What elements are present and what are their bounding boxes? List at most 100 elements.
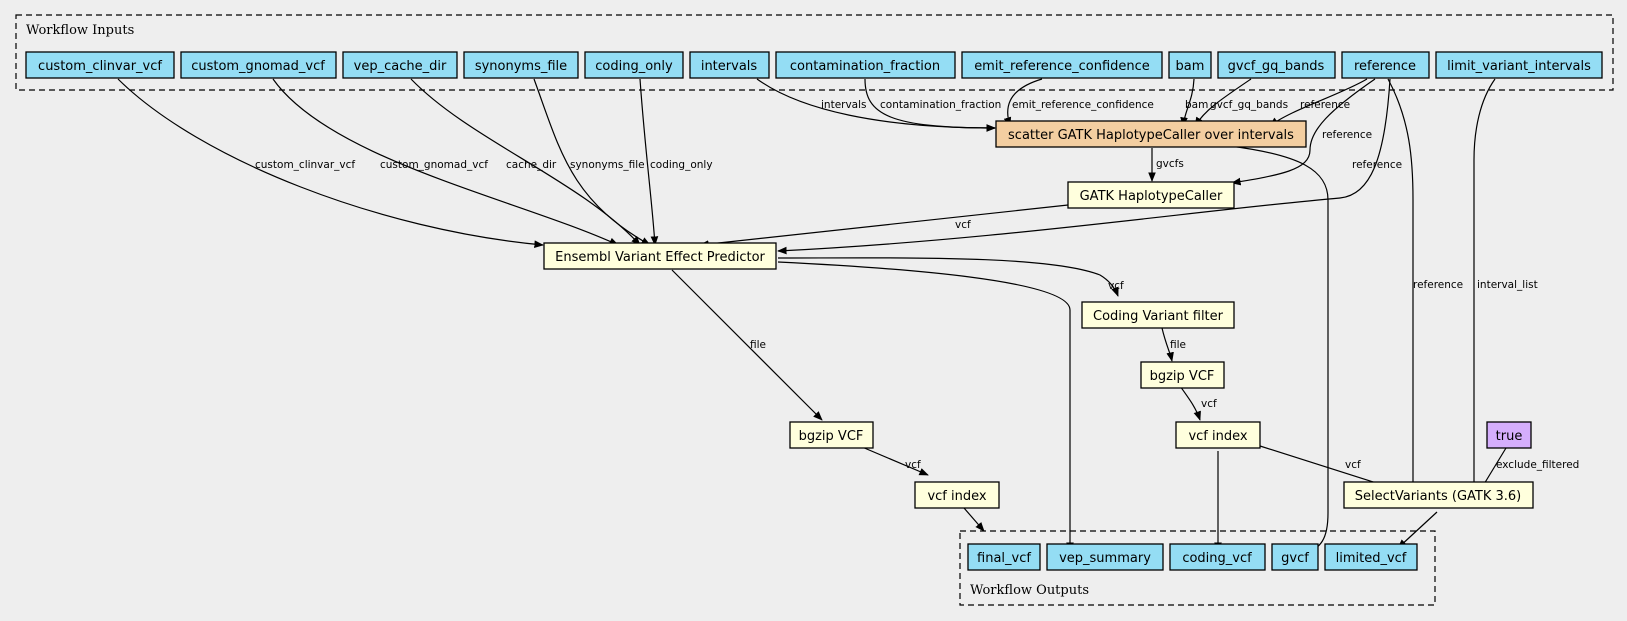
svg-text:coding_vcf: coding_vcf (1182, 551, 1252, 566)
edge-label-bam: bam (1185, 99, 1208, 111)
svg-text:reference: reference (1354, 59, 1416, 74)
edge-clinvar-vep (117, 78, 544, 249)
edge-label-intervals: intervals (821, 99, 867, 111)
node-emit-reference-confidence[interactable]: emit_reference_confidence (961, 51, 1163, 79)
node-haplotypecaller[interactable]: GATK HaplotypeCaller (1067, 181, 1235, 209)
edge-label-ref-vep: reference (1352, 159, 1402, 171)
output-nodes: final_vcf vep_summary coding_vcf gvcf li… (967, 543, 1418, 571)
node-coding-only[interactable]: coding_only (584, 51, 684, 79)
workflow-outputs-cluster: Workflow Outputs (959, 530, 1436, 606)
node-custom-gnomad-vcf[interactable]: custom_gnomad_vcf (180, 51, 337, 79)
node-out-final-vcf[interactable]: final_vcf (967, 543, 1041, 571)
workflow-inputs-title: Workflow Inputs (26, 23, 134, 38)
svg-text:true: true (1496, 429, 1523, 444)
workflow-outputs-title: Workflow Outputs (970, 583, 1089, 598)
edge-vep-summary (777, 261, 1074, 552)
node-out-gvcf[interactable]: gvcf (1271, 543, 1319, 571)
edge-limit-select (1470, 78, 1496, 499)
svg-text:limited_vcf: limited_vcf (1336, 551, 1407, 566)
edge-label-ref-select: reference (1413, 279, 1463, 291)
node-bam[interactable]: bam (1168, 51, 1212, 79)
edge-labels: custom_clinvar_vcf custom_gnomad_vcf cac… (255, 99, 1579, 471)
node-vep-cache-dir[interactable]: vep_cache_dir (342, 51, 458, 79)
edge-label-gvcfs: gvcfs (1156, 158, 1184, 170)
input-nodes: custom_clinvar_vcf custom_gnomad_vcf vep… (25, 51, 1603, 79)
node-custom-clinvar-vcf[interactable]: custom_clinvar_vcf (25, 51, 175, 79)
svg-text:Ensembl Variant Effect Predict: Ensembl Variant Effect Predictor (555, 250, 765, 265)
edge-bgzip-index (1179, 385, 1201, 421)
node-select-variants[interactable]: SelectVariants (GATK 3.6) (1343, 481, 1534, 509)
svg-text:vep_cache_dir: vep_cache_dir (354, 59, 447, 74)
edge-label-ref-scatter: reference (1300, 99, 1350, 111)
node-contamination-fraction[interactable]: contamination_fraction (775, 51, 956, 79)
svg-text:custom_clinvar_vcf: custom_clinvar_vcf (38, 59, 162, 74)
node-gvcf-gq-bands[interactable]: gvcf_gq_bands (1217, 51, 1336, 79)
edge-label-coding: coding_only (650, 159, 713, 171)
edge-ref-select (1387, 78, 1417, 499)
edge-label-clinvar: custom_clinvar_vcf (255, 159, 355, 171)
node-scatter-haplotypecaller[interactable]: scatter GATK HaplotypeCaller over interv… (995, 120, 1307, 148)
edge-label-cache: cache_dir (506, 159, 557, 171)
node-vep[interactable]: Ensembl Variant Effect Predictor (543, 242, 777, 270)
edge-bgzip2-index2 (861, 446, 929, 476)
svg-text:scatter GATK HaplotypeCaller o: scatter GATK HaplotypeCaller over interv… (1008, 128, 1294, 143)
edge-label-index-select: vcf (1345, 459, 1361, 471)
node-reference[interactable]: reference (1341, 51, 1430, 79)
edge-label-filter-bgzip: file (1170, 339, 1186, 351)
edge-vep-bgzip (671, 269, 823, 421)
node-out-vep-summary[interactable]: vep_summary (1046, 543, 1164, 571)
node-coding-variant-filter[interactable]: Coding Variant filter (1081, 301, 1235, 329)
svg-text:contamination_fraction: contamination_fraction (790, 59, 940, 74)
edge-label-synonyms: synonyms_file (570, 159, 645, 171)
edge-label-contam: contamination_fraction (880, 99, 1001, 111)
node-bgzip-coding[interactable]: bgzip VCF (1140, 361, 1225, 389)
edge-vep-filter (777, 257, 1119, 297)
svg-text:SelectVariants (GATK 3.6): SelectVariants (GATK 3.6) (1355, 489, 1522, 504)
node-synonyms-file[interactable]: synonyms_file (463, 51, 579, 79)
svg-text:GATK HaplotypeCaller: GATK HaplotypeCaller (1080, 189, 1223, 204)
edge-filter-bgzip (1161, 327, 1174, 362)
edge-label-gq: gvcf_gq_bands (1210, 99, 1288, 111)
svg-text:final_vcf: final_vcf (977, 551, 1031, 566)
workflow-inputs-cluster: Workflow Inputs (15, 14, 1614, 91)
svg-text:limit_variant_intervals: limit_variant_intervals (1447, 59, 1591, 74)
node-out-coding-vcf[interactable]: coding_vcf (1169, 543, 1266, 571)
node-out-limited-vcf[interactable]: limited_vcf (1324, 543, 1418, 571)
svg-text:bgzip VCF: bgzip VCF (799, 429, 864, 444)
svg-text:vcf index: vcf index (927, 489, 986, 504)
edge-label-emit: emit_reference_confidence (1012, 99, 1154, 111)
edges (117, 78, 1507, 554)
edge-scatter-gvcf (1229, 145, 1329, 554)
edge-label-vep-filter: vcf (1108, 280, 1124, 292)
svg-text:intervals: intervals (701, 59, 758, 74)
node-bgzip-annotated[interactable]: bgzip VCF (789, 421, 874, 449)
svg-text:emit_reference_confidence: emit_reference_confidence (974, 59, 1150, 74)
node-index-annotated[interactable]: vcf index (914, 481, 1000, 509)
svg-text:gvcf: gvcf (1281, 551, 1309, 566)
edge-hc-vep (699, 204, 1069, 248)
edge-label-gnomad: custom_gnomad_vcf (380, 159, 488, 171)
svg-text:synonyms_file: synonyms_file (475, 59, 567, 74)
edge-label-ref-hc: reference (1322, 129, 1372, 141)
edge-label-bgzip2-index2: vcf (905, 459, 921, 471)
edge-label-hc-vep: vcf (955, 219, 971, 231)
svg-text:gvcf_gq_bands: gvcf_gq_bands (1228, 59, 1325, 74)
edge-synonyms-vep (533, 78, 651, 246)
node-constant-true[interactable]: true (1486, 421, 1532, 449)
node-intervals[interactable]: intervals (689, 51, 770, 79)
edge-ref-vep (777, 78, 1391, 255)
step-nodes: scatter GATK HaplotypeCaller over interv… (543, 120, 1534, 509)
svg-text:bam: bam (1176, 59, 1205, 74)
edge-label-limit: interval_list (1477, 279, 1538, 291)
edge-index2-final (963, 507, 985, 532)
node-limit-variant-intervals[interactable]: limit_variant_intervals (1435, 51, 1603, 79)
edge-ref-hc (1231, 78, 1376, 186)
edge-label-true-select: exclude_filtered (1496, 459, 1579, 471)
svg-text:vcf index: vcf index (1188, 429, 1247, 444)
svg-text:vep_summary: vep_summary (1059, 551, 1151, 566)
edge-gnomad-vep (272, 78, 619, 246)
edge-select-limited (1397, 511, 1438, 549)
node-index-coding[interactable]: vcf index (1175, 421, 1261, 449)
edge-contam-scatter (864, 78, 996, 132)
